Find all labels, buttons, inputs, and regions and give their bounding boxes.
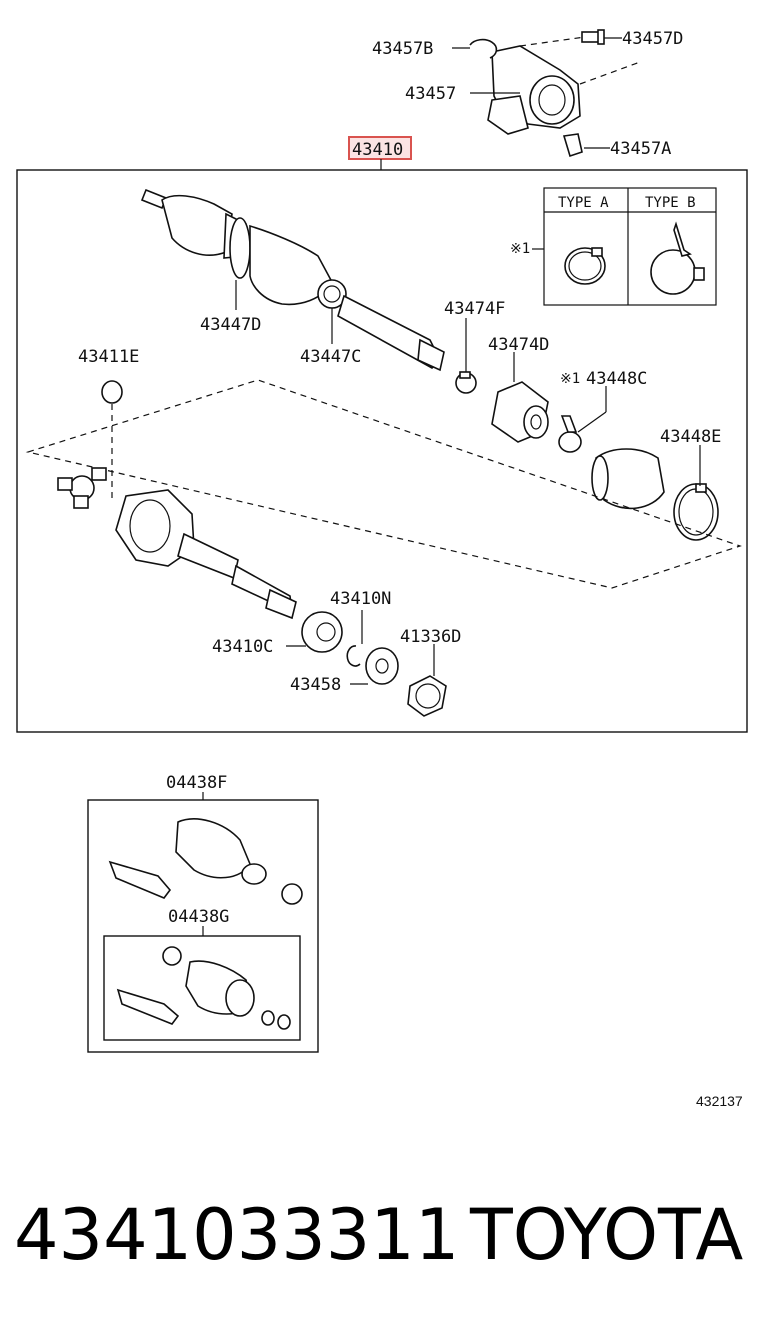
legend-type-b: TYPE B: [645, 195, 696, 211]
ring-43458: [365, 647, 399, 685]
label-43410[interactable]: 43410: [352, 140, 403, 160]
legend-type-a: TYPE A: [558, 195, 609, 211]
part-number: 4341033311: [14, 1194, 460, 1276]
label-43457d: 43457D: [622, 29, 683, 49]
outboard-joint-assembly: [140, 188, 445, 372]
assembly-frame: [16, 169, 748, 733]
label-04438g: 04438G: [168, 907, 229, 927]
label-43448e: 43448E: [660, 427, 721, 447]
label-43447d: 43447D: [200, 315, 261, 335]
kit-04438f-parts: [108, 818, 303, 905]
snap-ring-43411e: [101, 380, 123, 404]
tripod-spider: [57, 467, 107, 509]
label-43448c: 43448C: [586, 369, 647, 389]
label-43474d: 43474D: [488, 335, 549, 355]
brand-name: TOYOTA: [470, 1194, 744, 1276]
clamp-43474f: [455, 371, 477, 394]
kit-04438g-parts: [116, 946, 291, 1030]
damper-43474d: [491, 381, 549, 443]
label-43457b: 43457B: [372, 39, 433, 59]
bearing-43410c: [301, 611, 343, 653]
label-43457a: 43457A: [610, 139, 671, 159]
seal-41336d: [407, 675, 447, 717]
label-43448c-mark: ※1: [560, 371, 580, 387]
inboard-region-outline: [25, 379, 742, 589]
label-43410c: 43410C: [212, 637, 273, 657]
label-43410n: 43410N: [330, 589, 391, 609]
label-43457: 43457: [405, 84, 456, 104]
legend-note-mark: ※1: [510, 241, 530, 257]
clamp-type-legend: [543, 187, 717, 306]
leader-43448c-b: [577, 411, 607, 433]
bracket-group: [469, 29, 641, 158]
label-43411e: 43411E: [78, 347, 139, 367]
label-43447c: 43447C: [300, 347, 361, 367]
label-43458: 43458: [290, 675, 341, 695]
label-41336d: 41336D: [400, 627, 461, 647]
label-43474f: 43474F: [444, 299, 505, 319]
highlight-box-43410: [348, 136, 412, 160]
kit-04438f-frame: [87, 799, 319, 1053]
label-04438f: 04438F: [166, 773, 227, 793]
clamp-43448c: [558, 415, 582, 453]
boot-43448e: [591, 448, 719, 541]
inboard-joint-assembly: [115, 489, 297, 620]
kit-04438g-frame: [103, 935, 301, 1041]
diagram-ref-code: 432137: [696, 1093, 743, 1109]
snap-ring-43410n: [346, 645, 361, 667]
